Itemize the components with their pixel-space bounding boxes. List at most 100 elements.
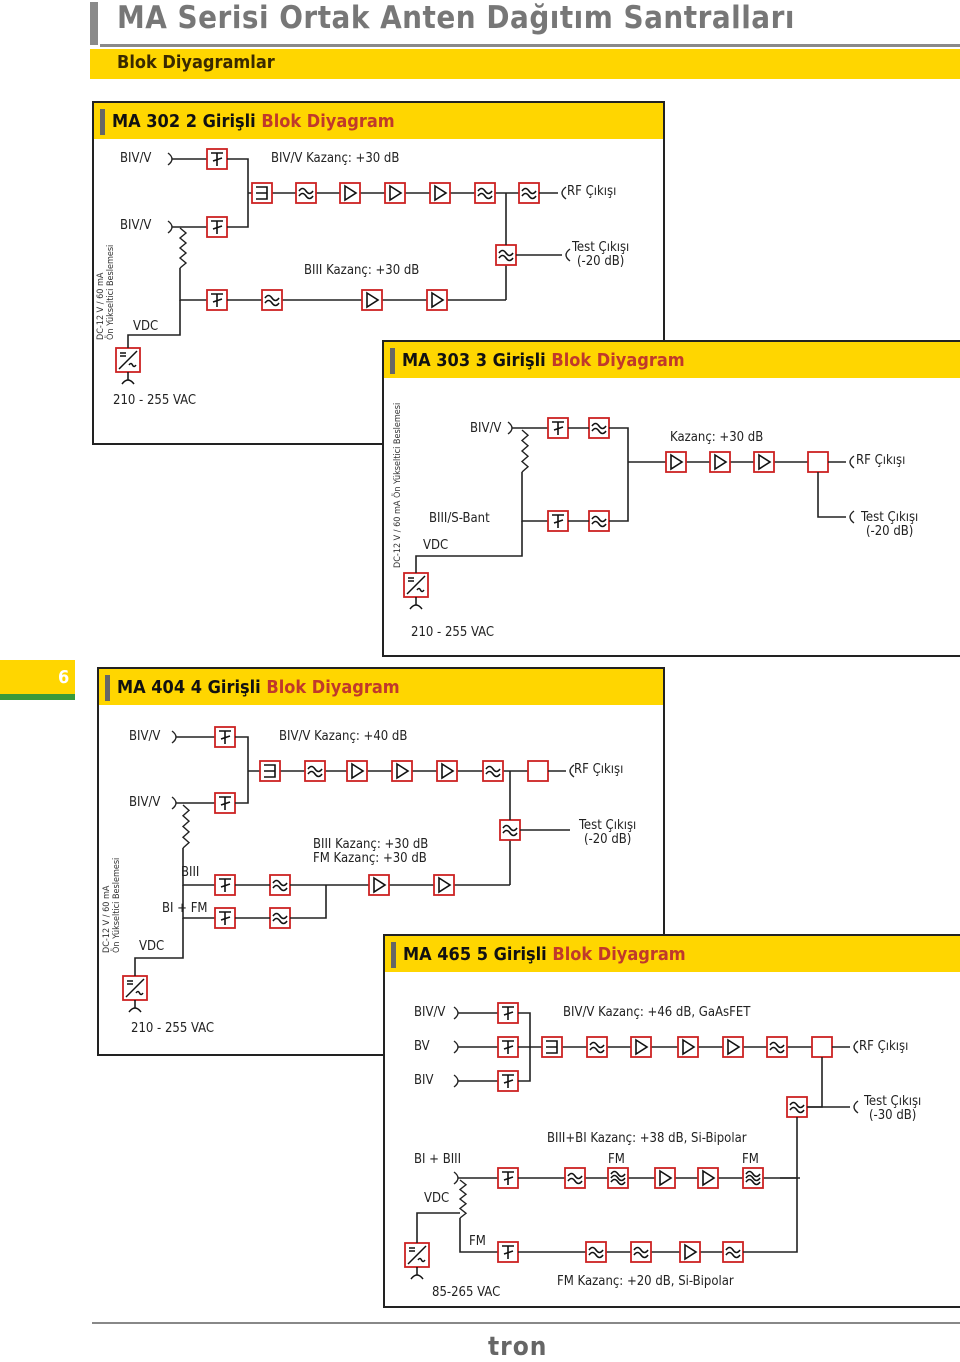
ma465-input-5: FM: [469, 1234, 486, 1249]
ma404-input-biii: BIII: [181, 865, 200, 880]
ma404-mains: 210 - 255 VAC: [131, 1021, 215, 1036]
filter-symbol-icon: [518, 182, 540, 204]
tap-symbol-icon: [497, 1002, 519, 1024]
amp-symbol-icon: [753, 451, 775, 473]
ma465-title: MA 465 5 Girişli Blok Diyagram: [403, 944, 686, 965]
footer-rule: [92, 1322, 960, 1324]
amp-symbol-icon: [384, 182, 406, 204]
splitter-icon: [807, 451, 829, 473]
header-accent: [105, 675, 110, 701]
ma404-test-output: Test Çıkışı(-20 dB): [579, 818, 637, 847]
filter-symbol-icon: [585, 1241, 607, 1263]
filter-symbol-icon: [722, 1241, 744, 1263]
filter-symbol-icon: [766, 1036, 788, 1058]
ma404-input-1: BIV/V: [129, 729, 161, 744]
filter-symbol-icon: [269, 907, 291, 929]
tap-symbol-icon: [497, 1241, 519, 1263]
ma465-fm-label-a: FM: [608, 1152, 625, 1167]
tap-symbol-icon: [214, 792, 236, 814]
ma465-input-1: BIV/V: [414, 1005, 446, 1020]
connector-icon: [453, 1006, 459, 1020]
tap-symbol-icon: [497, 1167, 519, 1189]
ma302-input-1-gain: BIV/V Kazanç: +30 dB: [271, 151, 400, 166]
power-supply-icon: [122, 975, 148, 1013]
amp-symbol-icon: [433, 874, 455, 896]
ma302-header: MA 302 2 Girişli Blok Diyagram: [94, 103, 663, 139]
ma465-biii-gain: BIII+BI Kazanç: +38 dB, Si-Bipolar: [547, 1131, 747, 1146]
amp-symbol-icon: [722, 1036, 744, 1058]
title-rule: [100, 44, 960, 47]
filter-symbol-icon: [588, 417, 610, 439]
ma465-fm-gain: FM Kazanç: +20 dB, Si-Bipolar: [557, 1274, 734, 1289]
tap-symbol-icon: [206, 148, 228, 170]
amp-symbol-icon: [630, 1036, 652, 1058]
tap-symbol-icon: [206, 289, 228, 311]
filter-symbol-icon: [786, 1096, 808, 1118]
amp-symbol-icon: [679, 1241, 701, 1263]
comb-symbol-icon: [259, 760, 281, 782]
ma404-rf-output: RF Çıkışı: [574, 762, 624, 777]
choke-icon: [181, 804, 191, 849]
amp-symbol-icon: [665, 451, 687, 473]
filter-symbol-icon: [261, 289, 283, 311]
ma302-input-2: BIV/V: [120, 218, 152, 233]
header-accent: [390, 348, 395, 374]
tap-symbol-icon: [497, 1036, 519, 1058]
amp-symbol-icon: [361, 289, 383, 311]
filter-symbol-icon: [295, 182, 317, 204]
tron-logo: tron: [488, 1332, 548, 1362]
ma404-input-1-gain: BIV/V Kazanç: +40 dB: [279, 729, 408, 744]
choke-icon: [178, 227, 188, 269]
output-connector-icon: [565, 248, 571, 262]
amp-symbol-icon: [391, 760, 413, 782]
ma465-input-2: BV: [414, 1039, 430, 1054]
connector-icon: [167, 220, 173, 234]
filter-symbol-icon: [588, 510, 610, 532]
ma465-panel: MA 465 5 Girişli Blok Diyagram: [383, 934, 960, 1308]
ma303-input-1: BIV/V: [470, 421, 502, 436]
choke-icon: [520, 429, 530, 473]
amp-symbol-icon: [429, 182, 451, 204]
tap-symbol-icon: [214, 874, 236, 896]
tap-symbol-icon: [214, 907, 236, 929]
ma302-title: MA 302 2 Girişli Blok Diyagram: [112, 111, 395, 132]
title-accent-bar: [90, 2, 98, 45]
choke-icon: [458, 1179, 468, 1219]
ma303-panel: MA 303 3 Girişli Blok Diyagram: [382, 340, 960, 657]
tap-symbol-icon: [547, 417, 569, 439]
amp-symbol-icon: [654, 1167, 676, 1189]
ma303-vdc: VDC: [423, 538, 449, 553]
filter-symbol-icon: [499, 819, 521, 841]
output-connector-icon: [849, 455, 855, 469]
tap-symbol-icon: [547, 510, 569, 532]
output-connector-icon: [561, 186, 567, 200]
ma302-input-1: BIV/V: [120, 151, 152, 166]
ma465-input-3: BIV: [414, 1073, 434, 1088]
connector-icon: [507, 421, 513, 435]
header-accent: [391, 942, 396, 968]
page-tab: [0, 660, 75, 694]
ma303-supply-label: DC-12 V / 60 mA Ön Yükseltici Beslemesi: [393, 402, 403, 568]
amp-symbol-icon: [677, 1036, 699, 1058]
ma465-rf-output: RF Çıkışı: [859, 1039, 909, 1054]
ma302-mains: 210 - 255 VAC: [113, 393, 197, 408]
tap-symbol-icon: [214, 726, 236, 748]
comb-symbol-icon: [541, 1036, 563, 1058]
filter3-symbol-icon: [742, 1167, 764, 1189]
filter-symbol-icon: [474, 182, 496, 204]
ma302-biii-gain: BIII Kazanç: +30 dB: [304, 263, 420, 278]
amp-symbol-icon: [697, 1167, 719, 1189]
output-connector-icon: [849, 510, 855, 524]
amp-symbol-icon: [368, 874, 390, 896]
power-supply-icon: [403, 572, 429, 610]
ma303-gain: Kazanç: +30 dB: [670, 430, 764, 445]
ma302-rf-output: RF Çıkışı: [567, 184, 617, 199]
ma303-input-2: BIII/S-Bant: [429, 511, 490, 526]
page-number: 6: [58, 667, 70, 688]
ma303-title: MA 303 3 Girişli Blok Diyagram: [402, 350, 685, 371]
amp-symbol-icon: [709, 451, 731, 473]
